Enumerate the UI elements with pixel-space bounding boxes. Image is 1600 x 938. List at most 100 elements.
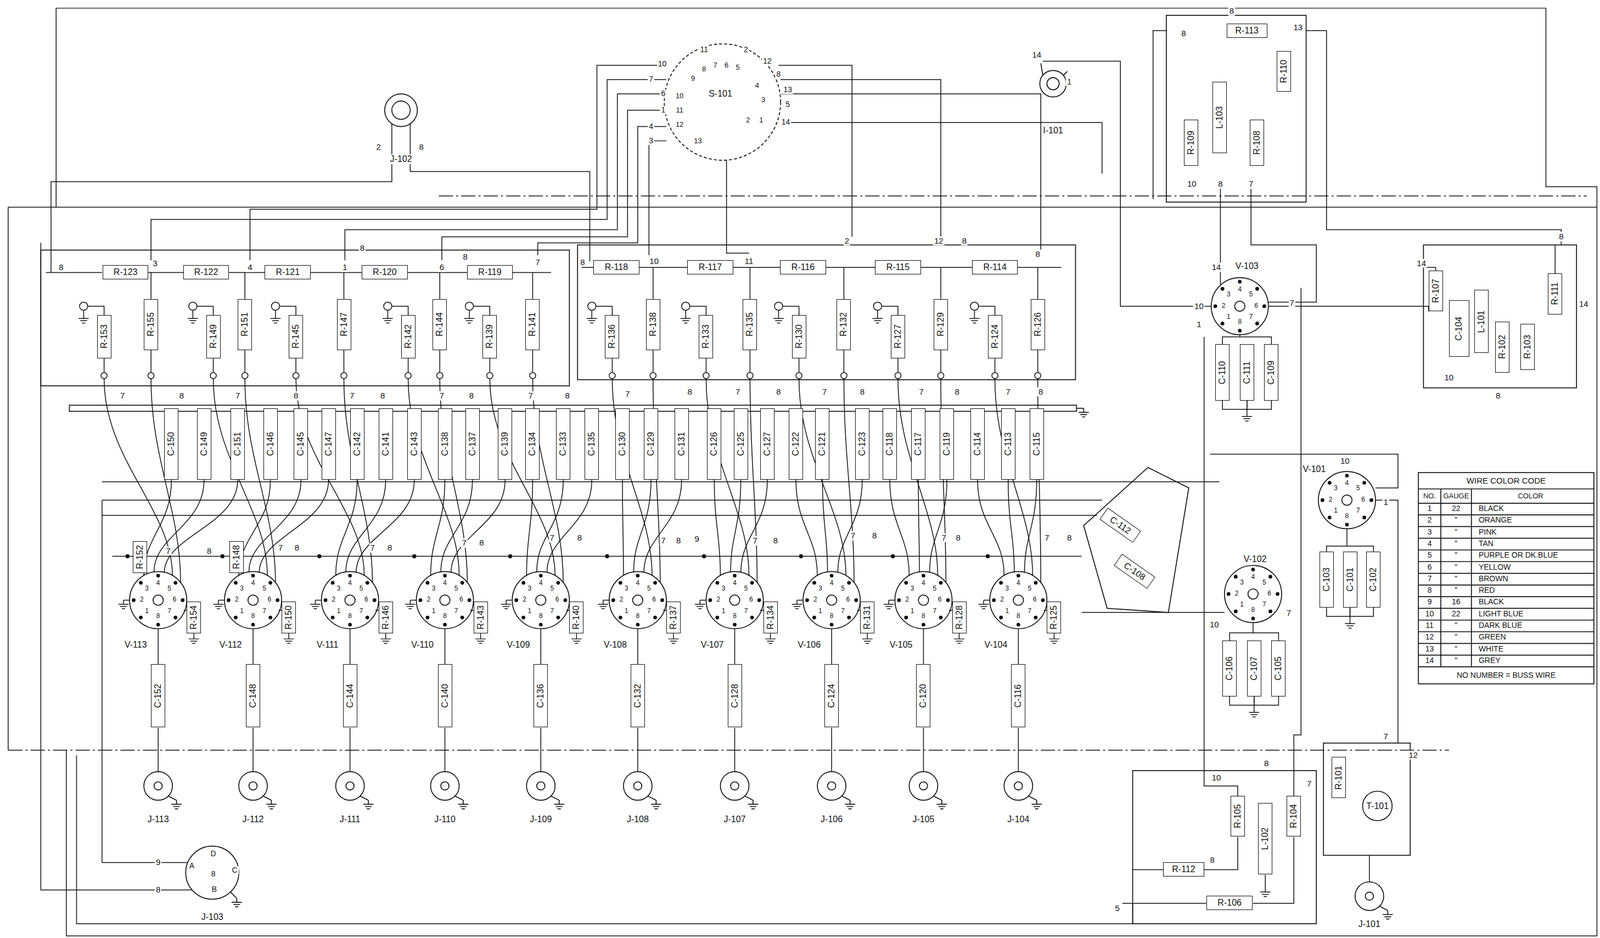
wire xyxy=(891,554,895,559)
component-label: C-104 xyxy=(1454,316,1465,341)
callout-label: 1 xyxy=(1382,497,1389,507)
callout-label: V-103 xyxy=(1234,261,1260,272)
component-label: R-117 xyxy=(698,262,722,273)
callout-label: 2 xyxy=(1426,516,1434,525)
component-label: C-132 xyxy=(632,683,643,709)
component-text: C-152 xyxy=(153,683,164,709)
callout-label: 1 xyxy=(817,607,824,615)
component-label: C-108 xyxy=(1121,560,1148,582)
jack-symbol xyxy=(908,771,947,810)
callout-label: 5 xyxy=(743,585,750,593)
component-text: C-107 xyxy=(1249,656,1260,681)
component-box: C-130 xyxy=(615,408,630,480)
component-box: C-101 xyxy=(1343,551,1358,608)
callout-label: 8 xyxy=(859,387,866,397)
terminal-board xyxy=(1078,408,1089,418)
callout-label: 1 xyxy=(1004,607,1011,615)
component-label: R-103 xyxy=(1522,334,1533,359)
component-box: R-122 xyxy=(183,265,230,280)
component-box: C-143 xyxy=(407,408,422,480)
component-box: R-105 xyxy=(1230,795,1245,837)
component-box: R-114 xyxy=(972,260,1019,275)
callout-label: 7 xyxy=(348,391,356,401)
component-label: R-149 xyxy=(208,324,219,350)
callout-label: 8 xyxy=(700,65,707,74)
component-text: R-120 xyxy=(372,267,397,278)
component-text: C-136 xyxy=(536,683,547,709)
component-label: R-113 xyxy=(1235,25,1259,36)
wire xyxy=(889,479,947,576)
component-text: R-134 xyxy=(765,605,776,630)
wire xyxy=(970,301,979,311)
component-box: C-131 xyxy=(674,408,689,480)
component-box: C-132 xyxy=(630,664,645,728)
callout-label: 4 xyxy=(635,580,642,588)
terminal-board xyxy=(1076,407,1084,409)
wire xyxy=(1241,412,1253,421)
component-box: C-148 xyxy=(245,664,261,728)
component-text: R-143 xyxy=(475,605,486,630)
component-text: C-148 xyxy=(248,683,258,709)
component-box: R-155 xyxy=(143,299,159,351)
callout-label: 14 xyxy=(1578,299,1590,310)
component-box: C-107 xyxy=(1247,640,1262,697)
callout-label: 8 xyxy=(1236,318,1243,327)
wire xyxy=(937,372,944,379)
tube-socket xyxy=(224,571,282,629)
component-box: C-129 xyxy=(643,408,659,480)
component-label: T-101 xyxy=(1366,801,1389,812)
callout-label: WIRE COLOR CODE xyxy=(1465,475,1547,486)
component-label: C-148 xyxy=(248,683,258,709)
callout-label: 5 xyxy=(166,585,173,593)
tube-socket xyxy=(512,571,570,629)
callout-label: GAUGE xyxy=(1441,491,1470,500)
wire xyxy=(526,479,592,576)
component-text: C-104 xyxy=(1454,316,1465,341)
component-box: C-151 xyxy=(230,408,245,480)
component-text: R-129 xyxy=(935,312,946,337)
callout-label: 10 xyxy=(1210,772,1223,783)
callout-label: 8 xyxy=(775,70,783,79)
component-box: C-136 xyxy=(533,664,548,728)
wire xyxy=(213,599,224,609)
component-label: R-122 xyxy=(194,267,219,278)
callout-label: 12 xyxy=(761,57,773,66)
wire xyxy=(894,372,901,379)
callout-label: 8 xyxy=(178,391,185,401)
wire xyxy=(148,372,155,379)
callout-label: 13 xyxy=(782,85,794,94)
callout-label: 3 xyxy=(817,585,824,593)
component-text: R-130 xyxy=(794,324,805,350)
callout-label: 6 xyxy=(1031,596,1038,604)
component-text: R-142 xyxy=(403,324,414,350)
callout-label: 8 xyxy=(1228,6,1235,16)
component-box: R-127 xyxy=(890,315,906,358)
callout-label: 5 xyxy=(453,585,460,593)
callout-label: 4 xyxy=(1344,480,1351,488)
callout-label: 3 xyxy=(430,585,437,593)
wire xyxy=(340,372,347,379)
callout-label: 8 xyxy=(772,536,779,546)
component-label: R-118 xyxy=(604,262,628,273)
component-label: R-145 xyxy=(290,324,301,350)
jack-symbol xyxy=(231,897,243,907)
wire xyxy=(986,554,990,559)
callout-label: 8 xyxy=(386,543,394,553)
tube-socket xyxy=(803,571,861,629)
component-label: R-121 xyxy=(275,267,300,278)
callout-label: 7 xyxy=(647,75,655,84)
component-box: C-135 xyxy=(584,408,599,480)
callout-label: 8 xyxy=(1216,178,1224,189)
component-text: C-143 xyxy=(409,431,420,457)
wire xyxy=(597,599,609,609)
terminal-board xyxy=(577,244,1076,380)
wire xyxy=(220,554,224,559)
wire xyxy=(873,301,882,311)
callout-label: 9 xyxy=(693,534,701,544)
callout-label: 8 xyxy=(537,612,544,620)
component-label: R-132 xyxy=(839,312,850,337)
component-label: R-127 xyxy=(893,324,903,350)
component-text: C-127 xyxy=(762,431,773,457)
component-label: R-129 xyxy=(935,312,946,337)
callout-label: 7 xyxy=(1355,507,1362,515)
